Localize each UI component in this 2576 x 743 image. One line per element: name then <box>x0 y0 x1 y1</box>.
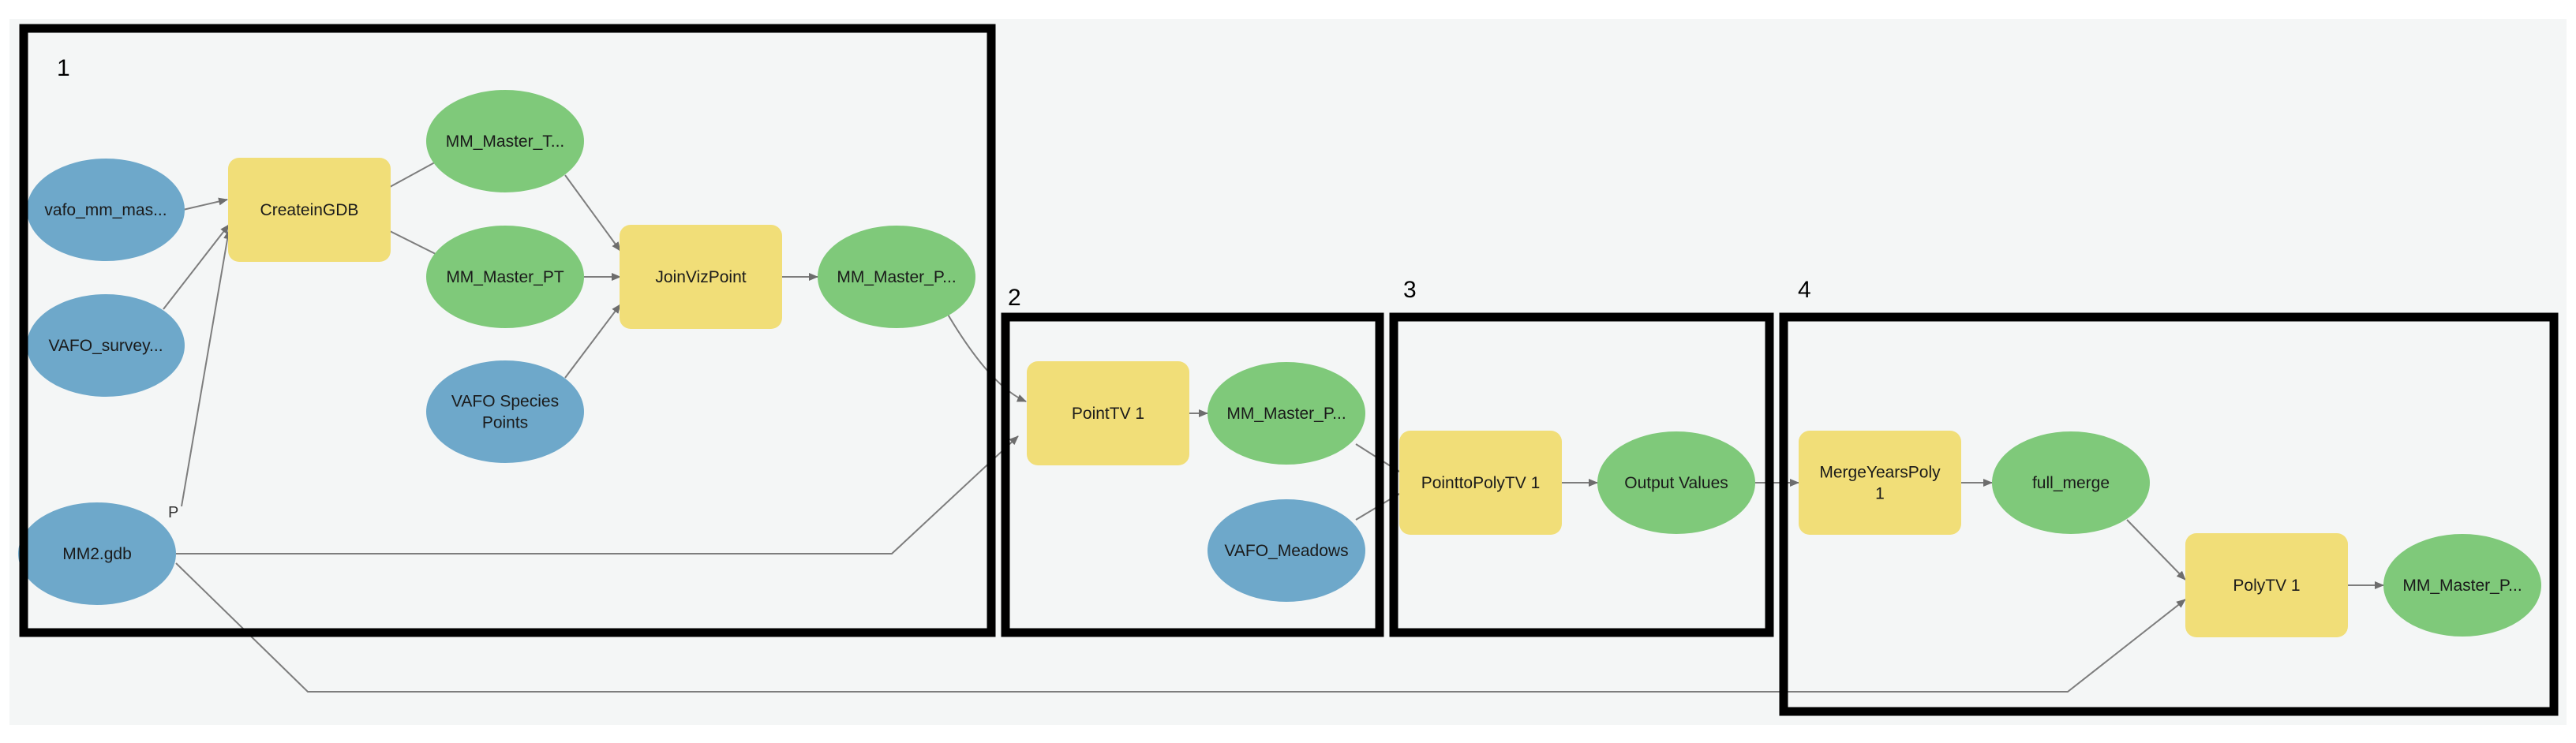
connector-parameter-label: P <box>168 504 178 521</box>
output-data-shape <box>1992 431 2150 534</box>
tool-node-shape <box>2185 533 2348 637</box>
connector-mm2_gdb-to-polytv1[interactable] <box>175 562 2186 693</box>
node-mergeyearspoly[interactable]: MergeYearsPoly 1 <box>1799 431 1961 535</box>
node-label: 1 <box>1875 485 1885 503</box>
section-frame-2 <box>1001 312 1384 637</box>
node-label: MM_Master_PT <box>446 268 564 286</box>
node-label: vafo_mm_mas... <box>44 201 167 219</box>
connector-vafo_mm-to-createingdb[interactable] <box>182 197 228 211</box>
node-label: MM_Master_T... <box>446 133 565 151</box>
tool-node-shape <box>620 225 782 329</box>
output-data-shape <box>1597 431 1755 534</box>
node-createingdb[interactable]: CreateinGDB <box>228 158 391 262</box>
node-mm-master-t[interactable]: MM_Master_T... <box>426 90 584 192</box>
connector-layer: P <box>163 149 2384 693</box>
output-data-shape <box>818 226 975 328</box>
input-data-shape <box>18 502 176 605</box>
connector-vafo_species-to-joinvizpoint[interactable] <box>564 304 621 379</box>
node-label: Points <box>482 414 528 432</box>
node-pointtopolytv1[interactable]: PointtoPolyTV 1 <box>1399 431 1562 535</box>
node-mm-master-p3[interactable]: MM_Master_P... <box>2383 534 2541 637</box>
node-label: PointtoPolyTV 1 <box>1421 474 1541 492</box>
section-number-2: 2 <box>1008 285 1021 311</box>
node-label: MergeYearsPoly <box>1819 464 1941 482</box>
node-label: MM2.gdb <box>62 545 132 563</box>
node-label: MM_Master_P... <box>2402 577 2522 595</box>
node-label: VAFO Species <box>451 393 559 411</box>
node-vafo-mm[interactable]: vafo_mm_mas... <box>27 159 185 261</box>
node-label: MM_Master_P... <box>1226 405 1346 423</box>
tool-node-shape <box>228 158 391 262</box>
input-data-shape <box>1208 499 1365 602</box>
node-label: MM_Master_P... <box>837 268 956 286</box>
section-number-3: 3 <box>1403 277 1417 303</box>
node-label: full_merge <box>2032 474 2110 492</box>
connector-mm2_gdb-to-pointtv1[interactable] <box>176 435 1019 554</box>
node-output-values[interactable]: Output Values <box>1597 431 1755 534</box>
node-label: VAFO_survey... <box>48 337 163 355</box>
node-label: VAFO_Meadows <box>1224 542 1348 560</box>
section-frame-layer: 1 2 3 4 <box>19 24 2559 716</box>
connector-vafo_survey-to-createingdb[interactable] <box>163 224 230 310</box>
tool-node-shape <box>1799 431 1961 535</box>
node-full-merge[interactable]: full_merge <box>1992 431 2150 534</box>
tool-node-shape <box>1027 361 1189 465</box>
output-data-shape <box>426 90 584 192</box>
node-label: CreateinGDB <box>260 201 359 219</box>
section-frame-4 <box>1779 312 2559 716</box>
connector-mm_master_t-to-joinvizpoint[interactable] <box>564 174 621 252</box>
input-data-shape <box>426 360 584 463</box>
node-mm-master-p2[interactable]: MM_Master_P... <box>1208 362 1365 465</box>
section-frame-1 <box>19 24 996 637</box>
input-data-shape <box>27 159 185 261</box>
output-data-shape <box>426 226 584 328</box>
section-number-1: 1 <box>57 55 70 81</box>
node-vafo-meadows[interactable]: VAFO_Meadows <box>1208 499 1365 602</box>
node-vafo-survey[interactable]: VAFO_survey... <box>27 294 185 397</box>
node-polytv1[interactable]: PolyTV 1 <box>2185 533 2348 637</box>
node-label: JoinVizPoint <box>655 268 746 286</box>
node-pointtv1[interactable]: PointTV 1 <box>1027 361 1189 465</box>
connector-full_merge-to-polytv1[interactable] <box>2126 519 2186 581</box>
node-mm-master-pt[interactable]: MM_Master_PT <box>426 226 584 328</box>
input-data-shape <box>27 294 185 397</box>
node-mm-master-p1[interactable]: MM_Master_P... <box>818 226 975 328</box>
node-label: PointTV 1 <box>1072 405 1144 423</box>
node-joinvizpoint[interactable]: JoinVizPoint <box>620 225 782 329</box>
output-data-shape <box>1208 362 1365 465</box>
node-label: Output Values <box>1624 474 1728 492</box>
tool-node-shape <box>1399 431 1562 535</box>
node-layer: vafo_mm_mas... VAFO_survey... MM2.gdb Creat… <box>18 90 2541 637</box>
node-mm2-gdb[interactable]: MM2.gdb <box>18 502 176 605</box>
connector-mm2_gdb-to-createingdb[interactable] <box>181 230 232 507</box>
section-frame-3 <box>1389 312 1774 637</box>
output-data-shape <box>2383 534 2541 637</box>
node-label: PolyTV 1 <box>2233 577 2300 595</box>
section-number-4: 4 <box>1798 277 1811 303</box>
